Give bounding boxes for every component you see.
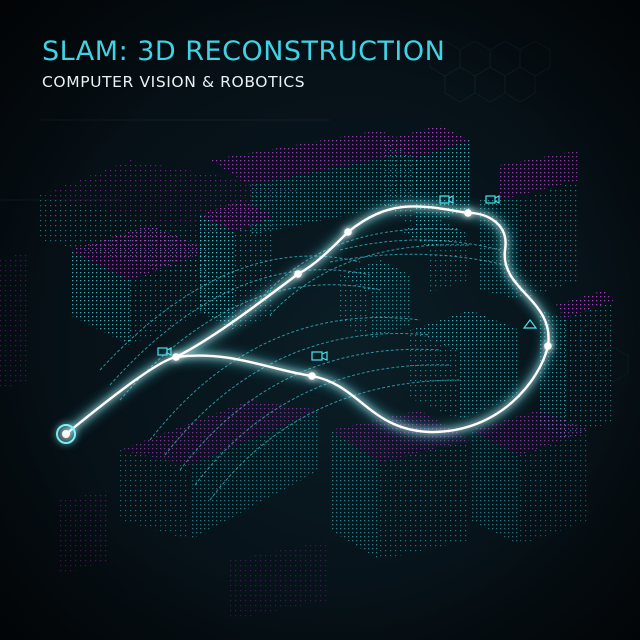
poster-title: SLAM: 3D RECONSTRUCTION	[42, 36, 446, 67]
poster-subtitle: COMPUTER VISION & ROBOTICS	[42, 73, 306, 91]
